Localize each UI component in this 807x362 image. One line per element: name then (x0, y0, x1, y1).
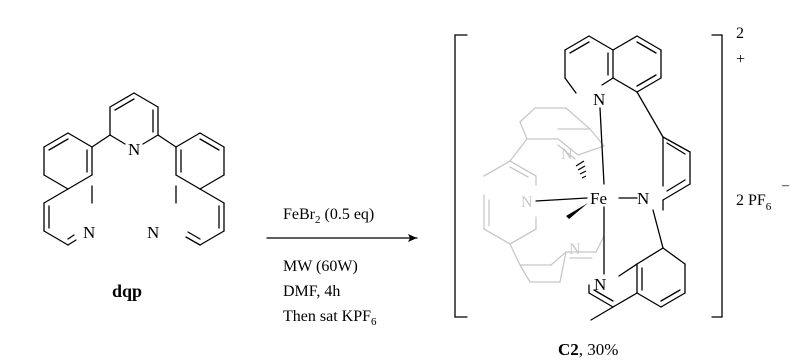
reactant-label: dqp (112, 281, 142, 301)
condition-workup: Then sat KPF6 (283, 308, 377, 328)
hashed-wedge (575, 160, 587, 179)
back-atom-n-central: N (521, 194, 533, 211)
back-atom-n-upper: N (561, 146, 573, 163)
front-pyridine (652, 136, 691, 249)
reactant-dqp: N N (43, 92, 225, 301)
solid-wedge (566, 203, 588, 219)
right-bracket (711, 34, 723, 318)
reaction-arrow (266, 234, 418, 242)
condition-microwave: MW (60W) (283, 258, 358, 275)
pyridine-ring (109, 92, 159, 145)
right-quinoline (157, 132, 225, 246)
product-label: C2, 30% (558, 340, 618, 359)
atom-n-right: N (637, 189, 649, 208)
product-complex: N N N N Fe (454, 25, 790, 359)
back-ligand (483, 107, 605, 283)
atom-n-central: N (128, 140, 140, 159)
counterion: 2 PF6 (736, 192, 772, 213)
bond-fe-n-back (535, 197, 588, 202)
atom-n-lower: N (594, 275, 606, 294)
front-lower-quinoline (588, 247, 686, 321)
charge-sign: + (736, 51, 745, 68)
front-upper-quinoline (564, 35, 664, 138)
atom-n-left: N (83, 223, 95, 242)
condition-reagent: FeBr2 (0.5 eq) (283, 206, 374, 226)
back-atom-n-lower: N (569, 241, 581, 258)
metal-fe: Fe (590, 189, 607, 208)
left-quinoline (43, 132, 111, 246)
atom-n-right: N (147, 223, 159, 242)
atom-n-upper: N (593, 90, 605, 109)
left-bracket (454, 34, 468, 318)
bond-fe-n-upper (599, 107, 605, 185)
condition-solvent: DMF, 4h (283, 283, 340, 300)
charge-value: 2 (736, 25, 744, 42)
counterion-charge: – (781, 178, 790, 193)
